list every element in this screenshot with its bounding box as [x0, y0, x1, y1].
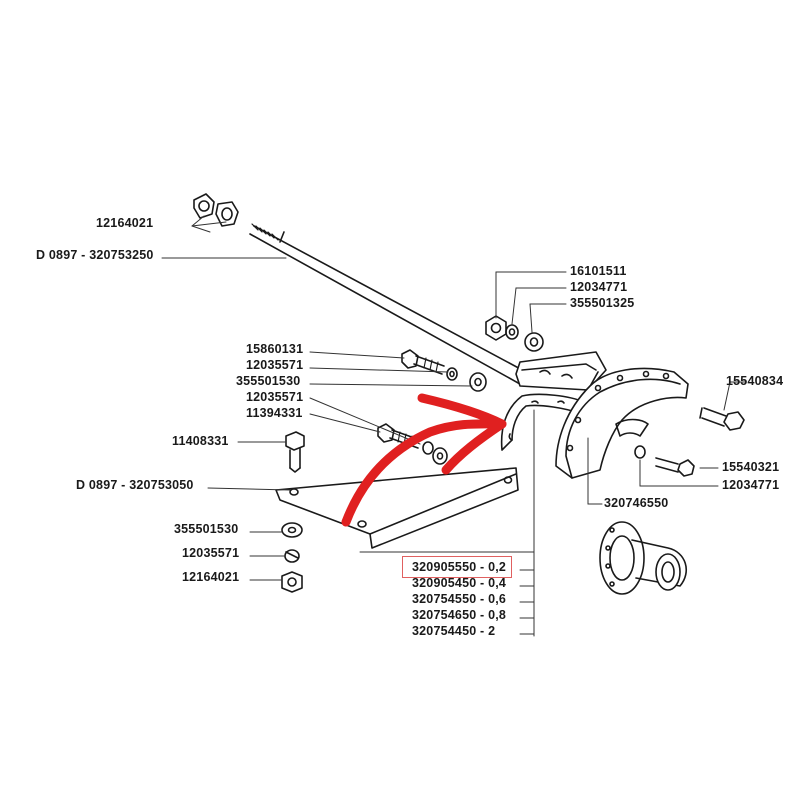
upper-right-nut-part [485, 315, 507, 341]
lower-flat-washer-part [281, 522, 303, 538]
shim-thickness: 0,6 [488, 592, 507, 606]
label-washer-upper-right-a: 12034771 [570, 280, 628, 294]
label-nut-low: 12164021 [182, 570, 240, 584]
cover-small-bolt-part [655, 457, 695, 477]
shim-thickness: 0,4 [488, 576, 507, 590]
shim-separator: - [476, 592, 489, 606]
shim-part-number: 320754650 [412, 608, 477, 622]
bracket-bolt-part [401, 349, 445, 375]
shim-list-item: 320754650 - 0,8 [412, 608, 506, 622]
shim-spring-washer-part [422, 441, 434, 455]
shim-thickness: 2 [488, 624, 496, 638]
label-flat-washer-low: 355501530 [174, 522, 239, 536]
loose-bolt-part [285, 431, 305, 473]
long-shaft-part [249, 223, 527, 385]
label-bolt-bracket: 15860131 [246, 342, 304, 356]
shim-highlight-box [402, 556, 512, 578]
bracket-flat-washer-part [469, 372, 487, 392]
shim-separator: - [476, 624, 489, 638]
shim-flat-washer-part [432, 447, 448, 465]
shim-list-item: 320754550 - 0,6 [412, 592, 506, 606]
label-cover: 320746550 [604, 496, 669, 510]
red-arrow-annotation [341, 393, 507, 527]
label-washer-upper-right-b: 355501325 [570, 296, 635, 310]
shim-thickness: 0,2 [488, 560, 507, 574]
label-bolt-cover-small: 15540321 [722, 460, 780, 474]
shim-thickness: 0,8 [488, 608, 507, 622]
bracket-spring-washer-part [446, 367, 458, 381]
cover-part [555, 367, 689, 479]
shim-part-number: 320905450 [412, 576, 477, 590]
label-nut-upper-right: 16101511 [570, 264, 627, 278]
plate-part [275, 467, 519, 549]
label-bolt-loose: 11408331 [172, 434, 229, 448]
label-washer-bracket-a: 12035571 [246, 358, 304, 372]
leader-lines [161, 215, 747, 637]
shim-part-number: 320754550 [412, 592, 477, 606]
label-washer-cover-small: 12034771 [722, 478, 780, 492]
label-plate: D 0897 - 320753050 [76, 478, 194, 492]
shim-part-number: 320754450 [412, 624, 477, 638]
lower-spring-washer-part [284, 549, 300, 563]
label-washer-bracket-b: 355501530 [236, 374, 301, 388]
shim-list-item: 320905450 - 0,4 [412, 576, 506, 590]
shim-part [500, 393, 585, 451]
label-washer-shim: 12035571 [246, 390, 304, 404]
shim-separator: - [476, 608, 489, 622]
label-bolt-shim: 11394331 [246, 406, 303, 420]
label-shaft: D 0897 - 320753250 [36, 248, 154, 262]
upper-right-flat-washer-part [524, 332, 544, 352]
label-nut-top: 12164021 [96, 216, 154, 230]
lower-nut-part [281, 571, 303, 593]
shim-list-item: 320754450 - 2 [412, 624, 495, 638]
shim-list-item: 320905550 - 0,2 [412, 560, 506, 574]
cover-small-washer-part [634, 445, 646, 459]
hub-part [599, 521, 688, 595]
label-bolt-cover: 15540834 [726, 374, 784, 388]
top-nut-part [193, 193, 215, 219]
cover-bolt-part [699, 407, 745, 431]
label-spring-washer-low: 12035571 [182, 546, 240, 560]
top-washer-part [215, 201, 239, 227]
shim-separator: - [476, 560, 489, 574]
shim-part-number: 320905550 [412, 560, 477, 574]
shim-separator: - [476, 576, 489, 590]
upper-right-spring-washer-part [505, 324, 519, 340]
